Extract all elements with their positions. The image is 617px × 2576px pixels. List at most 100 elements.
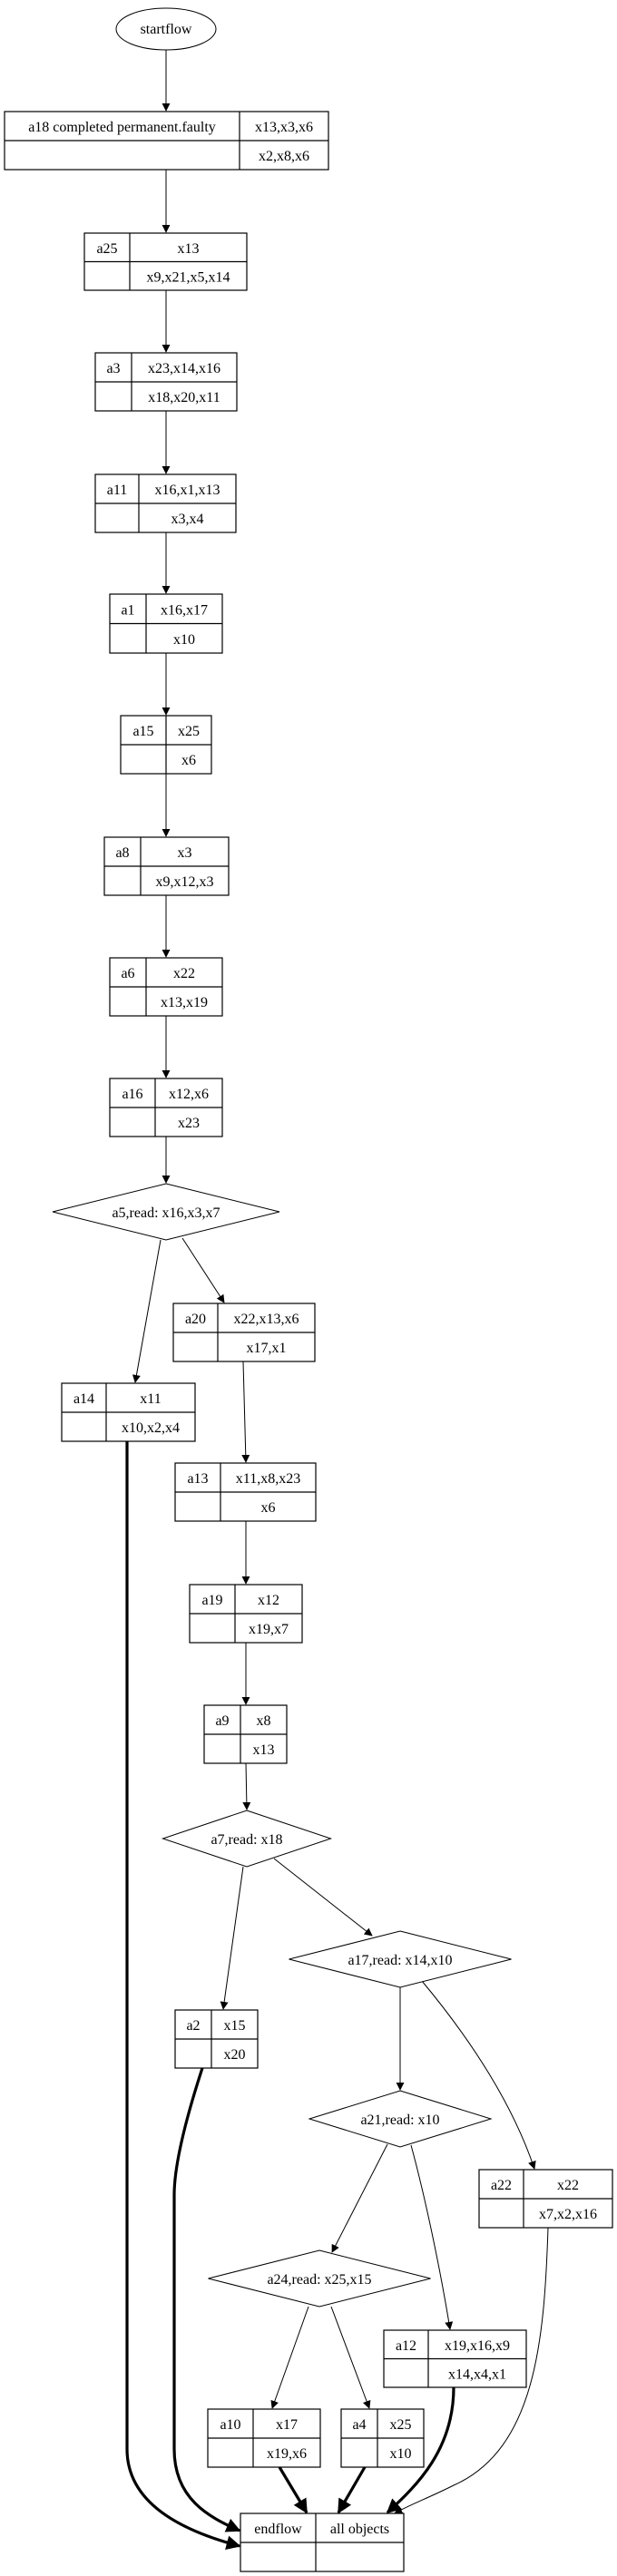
- edge-a10-to-endflow: [278, 2466, 308, 2514]
- node-label: a22: [491, 2178, 512, 2193]
- node-label: a19: [201, 1593, 222, 1608]
- node-label: endflow: [254, 2522, 302, 2537]
- node-label: a1: [121, 602, 134, 618]
- node-label: a16: [122, 1087, 142, 1102]
- node-read-objects: x19,x7: [249, 1622, 289, 1637]
- edge-a12-to-endflow: [386, 2386, 455, 2514]
- edge-a20-to-a13: [241, 1361, 250, 1463]
- start-label: startflow: [141, 22, 192, 37]
- node-label: a14: [73, 1391, 94, 1407]
- edge-a7-to-a2: [220, 1866, 244, 2010]
- node-a10[interactable]: a10 x17 x19,x6: [207, 2408, 321, 2468]
- node-read-objects: x13: [253, 1742, 275, 1758]
- node-read-objects: x13,x19: [161, 995, 208, 1010]
- node-label: a20: [185, 1312, 206, 1327]
- node-a8[interactable]: a8 x3 x9,x12,x3: [103, 836, 230, 896]
- decision-a7[interactable]: a7,read: x18: [161, 1810, 333, 1868]
- edge-a21-to-a12: [410, 2144, 454, 2330]
- node-write-objects: x15: [224, 2018, 246, 2034]
- node-write-objects: x13,x3,x6: [255, 120, 313, 135]
- node-read-objects: x9,x21,x5,x14: [147, 269, 230, 285]
- node-write-objects: x17: [276, 2417, 298, 2433]
- edge-a22-to-endflow: [394, 2227, 549, 2514]
- edge-a17-to-a22: [421, 1980, 536, 2170]
- node-a14[interactable]: a14 x11 x10,x2,x4: [61, 1382, 196, 1442]
- node-a1[interactable]: a1 x16,x17 x10: [109, 593, 223, 654]
- decision-label: a7,read: x18: [211, 1832, 282, 1848]
- node-label: a11: [107, 483, 128, 498]
- node-label: a3: [106, 361, 120, 376]
- node-read-objects: x20: [224, 2047, 246, 2063]
- node-read-objects: x19,x6: [267, 2446, 307, 2462]
- node-write-objects: x11,x8,x23: [236, 1471, 300, 1487]
- node-label: a25: [96, 241, 117, 257]
- edge-a24-to-a4: [330, 2306, 371, 2409]
- decision-a17[interactable]: a17,read: x14,x10: [289, 1930, 512, 1988]
- node-write-objects: x11: [140, 1391, 161, 1407]
- edge-a7-to-a17: [273, 1858, 373, 1937]
- node-label: a12: [396, 2338, 416, 2354]
- node-a16[interactable]: a16 x12,x6 x23: [109, 1078, 223, 1137]
- node-label: a13: [187, 1471, 208, 1487]
- decision-label: a5,read: x16,x3,x7: [112, 1205, 220, 1221]
- node-read-objects: x17,x1: [247, 1341, 287, 1356]
- edge-a2-to-endflow: [172, 2067, 241, 2532]
- start-node[interactable]: startflow: [115, 7, 217, 51]
- decision-a21[interactable]: a21,read: x10: [308, 2090, 493, 2148]
- decision-a5[interactable]: a5,read: x16,x3,x7: [52, 1183, 280, 1241]
- edge-a14-to-endflow: [125, 1441, 241, 2551]
- node-read-objects: x10: [390, 2446, 412, 2462]
- edge-a4-to-endflow: [337, 2466, 367, 2514]
- node-a11[interactable]: a11 x16,x1,x13 x3,x4: [94, 473, 237, 533]
- edges-layer: [125, 50, 549, 2551]
- node-read-objects: x7,x2,x16: [539, 2207, 597, 2222]
- node-write-objects: all objects: [330, 2522, 389, 2537]
- node-read-objects: x2,x8,x6: [259, 149, 309, 164]
- node-a22[interactable]: a22 x22 x7,x2,x16: [478, 2169, 613, 2229]
- node-label: a15: [132, 724, 153, 739]
- decision-label: a24,read: x25,x15: [267, 2272, 371, 2288]
- node-read-objects: x10,x2,x4: [122, 1420, 180, 1436]
- node-write-objects: x25: [178, 724, 200, 739]
- node-write-objects: x12,x6: [169, 1087, 209, 1102]
- node-label: a6: [121, 966, 134, 981]
- node-read-objects: x14,x4,x1: [448, 2366, 506, 2382]
- node-label: a2: [186, 2018, 200, 2034]
- node-read-objects: x10: [173, 632, 195, 648]
- node-a2[interactable]: a2 x15 x20: [174, 2009, 259, 2069]
- node-write-objects: x16,x1,x13: [155, 483, 220, 498]
- edge-a9-to-a7: [242, 1762, 251, 1810]
- decision-label: a17,read: x14,x10: [348, 1953, 452, 1968]
- node-read-objects: x6: [261, 1500, 276, 1516]
- node-write-objects: x8: [257, 1713, 271, 1729]
- edge-a21-to-a24: [331, 2143, 388, 2253]
- node-write-objects: x25: [390, 2417, 412, 2433]
- node-read-objects: x9,x12,x3: [156, 874, 214, 890]
- node-read-objects: x23: [178, 1116, 200, 1131]
- node-write-objects: x16,x17: [161, 602, 208, 618]
- edge-a5-to-a14: [132, 1239, 162, 1383]
- node-label: a8: [115, 845, 129, 861]
- edge-a24-to-a10: [270, 2306, 309, 2409]
- node-read-objects: x3,x4: [171, 512, 204, 527]
- node-endflow[interactable]: endflow all objects: [240, 2513, 405, 2572]
- node-write-objects: x22: [557, 2178, 579, 2193]
- decision-label: a21,read: x10: [360, 2113, 439, 2128]
- edge-a5-to-a20: [181, 1237, 225, 1303]
- node-write-objects: x3: [178, 845, 192, 861]
- decision-a24[interactable]: a24,read: x25,x15: [208, 2249, 431, 2308]
- node-label: a10: [220, 2417, 240, 2433]
- node-a13[interactable]: a13 x11,x8,x23 x6: [174, 1462, 317, 1522]
